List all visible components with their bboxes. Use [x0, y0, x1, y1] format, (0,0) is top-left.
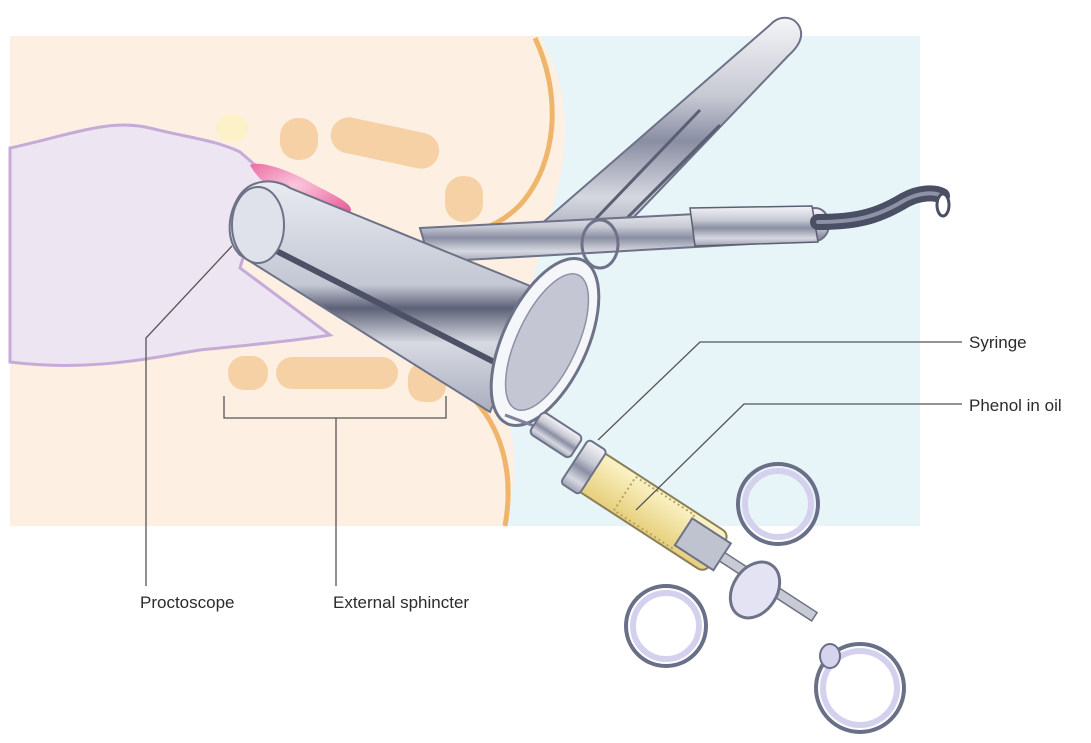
- phenol-in-oil-label: Phenol in oil: [969, 397, 1062, 414]
- proctoscope-label: Proctoscope: [140, 594, 235, 611]
- external-sphincter-label: External sphincter: [333, 594, 469, 611]
- syringe-label: Syringe: [969, 334, 1027, 351]
